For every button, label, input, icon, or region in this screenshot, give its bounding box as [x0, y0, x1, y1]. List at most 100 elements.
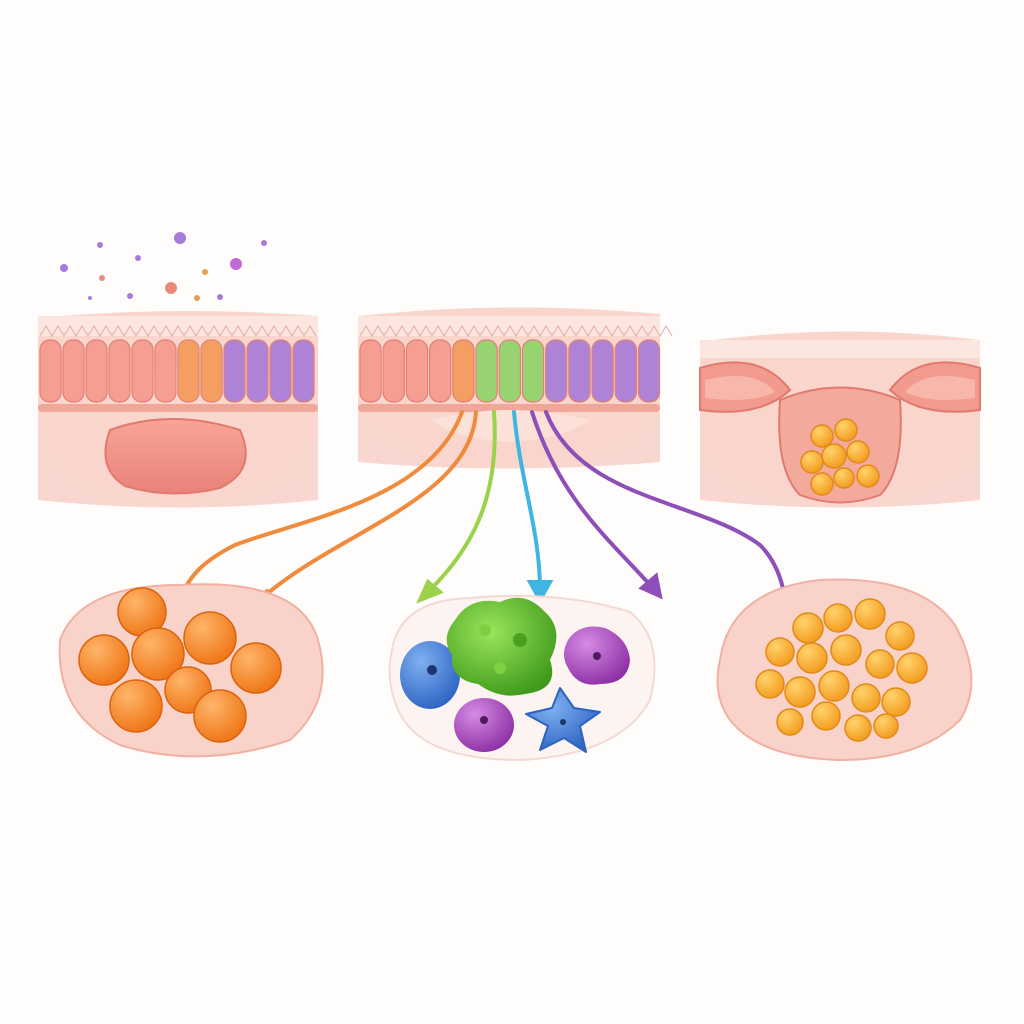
cell	[800, 450, 824, 474]
panel-epithelium-left	[38, 232, 318, 508]
epithelial-cell	[568, 339, 591, 403]
orange-cell-cluster	[78, 587, 282, 743]
epithelial-cell	[591, 339, 614, 403]
pathway-arrow-orange-outer	[180, 410, 464, 597]
gold-cell-cluster	[800, 418, 880, 496]
epithelial-cell	[382, 339, 406, 403]
pathway-arrow-purple-inner	[530, 410, 652, 587]
cell	[873, 713, 899, 739]
lumen-cavity	[104, 418, 247, 495]
epithelial-cell	[521, 339, 545, 403]
cell	[792, 612, 824, 644]
fold-right-inner	[905, 376, 975, 400]
particle-dot	[202, 269, 208, 275]
cell	[846, 440, 870, 464]
epithelial-cell	[498, 339, 522, 403]
blue-lymphocyte	[400, 641, 460, 709]
epithelial-cell-row	[359, 339, 661, 403]
cell	[896, 652, 928, 684]
cell	[765, 637, 795, 667]
panel-epithelium-center	[358, 307, 673, 469]
particle-dot	[99, 275, 105, 281]
epithelial-cell	[108, 339, 131, 403]
cell	[796, 642, 828, 674]
epithelial-cell	[452, 339, 475, 403]
epithelial-cell	[200, 339, 223, 403]
epithelial-cell	[223, 339, 246, 403]
cell	[834, 418, 858, 442]
brush-border	[700, 340, 980, 358]
panel-gold-cell-aggregate	[716, 578, 973, 762]
particle-dot	[261, 240, 267, 246]
brush-border-fringe	[359, 324, 673, 338]
pathway-arrows	[180, 410, 787, 608]
particle-dot	[174, 232, 186, 244]
cell	[183, 611, 237, 665]
particle-dot	[217, 294, 223, 300]
cell	[193, 689, 247, 743]
cell	[818, 670, 850, 702]
brush-border-fringe	[39, 324, 317, 338]
nucleus-dot	[480, 716, 488, 724]
granule	[513, 633, 527, 647]
cell	[823, 603, 853, 633]
nucleus-dot	[560, 719, 566, 725]
cell	[131, 627, 185, 681]
cell	[78, 634, 130, 686]
epithelial-cell	[405, 339, 429, 403]
cell	[109, 679, 163, 733]
pathway-arrow-blue	[512, 410, 542, 592]
cell	[755, 669, 785, 699]
cell	[811, 701, 841, 731]
particle-dot	[60, 264, 68, 272]
epithelial-cell	[131, 339, 154, 403]
arrow-head	[526, 580, 554, 605]
panel-mixed-immune-cells	[388, 594, 656, 762]
epithelial-cell	[39, 339, 62, 403]
epithelial-cell	[544, 339, 568, 403]
epithelial-cell	[475, 339, 498, 403]
nucleus-dot	[593, 652, 601, 660]
cell	[830, 634, 862, 666]
pathway-arrow-purple-outer	[544, 410, 787, 600]
pathway-arrow-orange-inner	[260, 410, 478, 600]
epithelial-cell	[429, 339, 452, 403]
gold-cell-cluster	[755, 598, 928, 742]
cell	[810, 424, 834, 448]
green-granular-cell	[446, 597, 557, 696]
epithelial-cell	[154, 339, 177, 403]
particle-dot	[135, 255, 141, 261]
epithelial-cell	[292, 339, 315, 403]
cell	[810, 472, 834, 496]
panel-folded-mucosa	[699, 331, 981, 508]
epithelial-cell-row	[39, 339, 315, 403]
arrow-head	[638, 572, 663, 600]
purple-plasma-cell	[454, 698, 514, 752]
particle-dot	[127, 293, 133, 299]
basement-membrane	[38, 404, 318, 412]
cell	[851, 683, 881, 713]
epithelial-cell	[614, 339, 638, 403]
cell	[854, 598, 886, 630]
particle-dot	[230, 258, 242, 270]
floating-particles	[60, 232, 267, 301]
cell	[230, 642, 282, 694]
brush-border	[358, 316, 660, 336]
cell	[776, 708, 804, 736]
particle-dot	[194, 295, 200, 301]
particle-dot	[88, 296, 92, 300]
arrow-head	[416, 578, 444, 604]
cell	[885, 621, 915, 651]
cell	[865, 649, 895, 679]
epithelial-cell	[246, 339, 269, 403]
epithelial-cell	[85, 339, 108, 403]
granule	[494, 662, 506, 674]
cell	[833, 467, 855, 489]
pathway-arrow-green	[428, 410, 497, 592]
cell	[881, 687, 911, 717]
epithelial-cell	[62, 339, 85, 403]
fold-left-inner	[705, 376, 775, 400]
particle-dot	[97, 242, 103, 248]
granule	[479, 624, 491, 636]
